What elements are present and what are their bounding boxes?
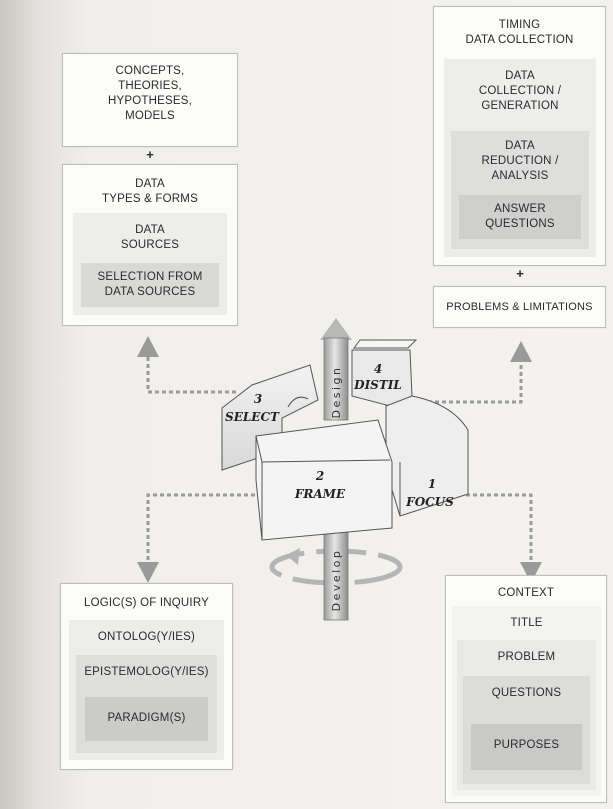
- answer-text: ANSWER QUESTIONS: [485, 203, 555, 230]
- distil-label: DISTIL: [353, 378, 402, 392]
- paradigm-box: PARADIGM(S): [85, 697, 208, 741]
- concepts-text: CONCEPTS, THEORIES, HYPOTHESES, MODELS: [108, 65, 192, 122]
- focus-block: [385, 395, 469, 517]
- purposes-box: PURPOSES: [471, 724, 582, 770]
- paradigm-text: PARADIGM(S): [107, 712, 186, 724]
- connector-distil: [428, 360, 523, 404]
- selection-box: SELECTION FROM DATA SOURCES: [81, 263, 219, 307]
- epistemology-text: EPISTEMOLOG(Y/IES): [84, 666, 209, 678]
- title-box: TITLE PROBLEM QUESTIONS PURPOSES: [452, 606, 601, 796]
- arrowhead-up-left: [137, 336, 159, 357]
- timing-box: TIMING DATA COLLECTION DATA COLLECTION /…: [433, 6, 606, 266]
- problem-box: PROBLEM QUESTIONS PURPOSES: [457, 640, 596, 790]
- rotation-arrowhead: [286, 548, 300, 565]
- arrowhead-up-right: [510, 341, 532, 362]
- answer-box: ANSWER QUESTIONS: [459, 195, 581, 239]
- reduction-text: DATA REDUCTION / ANALYSIS: [481, 140, 559, 182]
- selection-text: SELECTION FROM DATA SOURCES: [97, 271, 203, 298]
- title-text: TITLE: [510, 617, 543, 629]
- frame-number: 2: [315, 469, 324, 483]
- develop-shaft: [323, 524, 349, 621]
- data-sources-box: DATA SOURCES SELECTION FROM DATA SOURCES: [73, 213, 227, 315]
- data-sources-text: DATA SOURCES: [120, 224, 180, 251]
- data-types-text: DATA TYPES & FORMS: [102, 178, 198, 205]
- connector-focus: [466, 493, 533, 565]
- select-label: SELECT: [225, 410, 280, 424]
- frame-label: FRAME: [294, 487, 346, 501]
- frame-block: [255, 419, 393, 541]
- develop-label: Develop: [330, 549, 343, 612]
- questions-text: QUESTIONS: [491, 687, 562, 699]
- arrowhead-down-left: [137, 562, 159, 583]
- reduction-box: DATA REDUCTION / ANALYSIS ANSWER QUESTIO…: [451, 131, 589, 249]
- plus-sign-left: +: [146, 147, 154, 162]
- arrowhead-down-right: [520, 562, 542, 583]
- concepts-box: CONCEPTS, THEORIES, HYPOTHESES, MODELS: [62, 53, 238, 147]
- ontology-text: ONTOLOG(Y/IES): [97, 631, 196, 643]
- collection-text: DATA COLLECTION / GENERATION: [478, 70, 562, 112]
- select-number: 3: [254, 392, 262, 406]
- connector-select: [146, 355, 236, 394]
- collection-box: DATA COLLECTION / GENERATION DATA REDUCT…: [444, 59, 596, 257]
- questions-box: QUESTIONS PURPOSES: [463, 676, 590, 784]
- context-text: CONTEXT: [497, 587, 555, 599]
- context-box: CONTEXT TITLE PROBLEM QUESTIONS PURPOSES: [445, 575, 607, 803]
- design-label: Design: [330, 366, 343, 419]
- logic-box: LOGIC(S) OF INQUIRY ONTOLOG(Y/IES) EPIST…: [60, 583, 233, 770]
- select-block: [221, 364, 319, 471]
- purposes-text: PURPOSES: [493, 739, 560, 751]
- focus-number: 1: [428, 477, 436, 491]
- connector-frame: [146, 493, 276, 565]
- logic-text: LOGIC(S) OF INQUIRY: [84, 597, 209, 609]
- problems-box: PROBLEMS & LIMITATIONS: [433, 286, 606, 328]
- distil-number: 4: [374, 362, 382, 376]
- ontology-box: ONTOLOG(Y/IES) EPISTEMOLOG(Y/IES) PARADI…: [69, 620, 224, 760]
- epistemology-box: EPISTEMOLOG(Y/IES) PARADIGM(S): [76, 655, 217, 753]
- design-arrowhead: [320, 318, 352, 340]
- focus-label: FOCUS: [405, 495, 454, 509]
- timing-text: TIMING DATA COLLECTION: [465, 19, 574, 46]
- design-shaft: [323, 337, 349, 421]
- data-types-box: DATA TYPES & FORMS DATA SOURCES SELECTIO…: [62, 164, 238, 326]
- problems-text: PROBLEMS & LIMITATIONS: [446, 301, 593, 313]
- problem-text: PROBLEM: [497, 651, 556, 663]
- plus-sign-right: +: [516, 266, 524, 281]
